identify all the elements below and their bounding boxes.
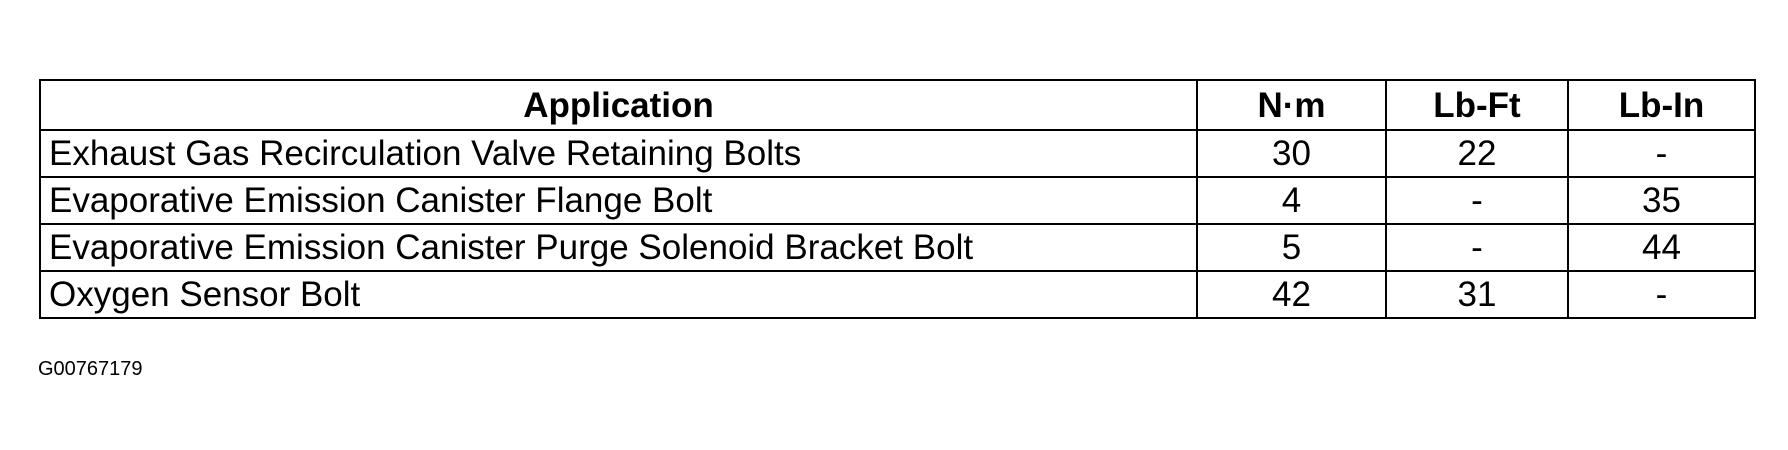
table-row: Evaporative Emission Canister Flange Bol… [39,176,1756,225]
cell-application: Evaporative Emission Canister Purge Sole… [39,223,1198,272]
column-header-application: Application [39,79,1198,131]
cell-nm: 30 [1196,129,1387,178]
cell-lbin: 35 [1567,176,1756,225]
column-header-nm: N·m [1196,79,1387,131]
cell-application: Evaporative Emission Canister Flange Bol… [39,176,1198,225]
cell-lbft: - [1385,176,1569,225]
table-header-row: Application N·m Lb-Ft Lb-In [39,79,1756,131]
column-header-lbft: Lb-Ft [1385,79,1569,131]
cell-nm: 5 [1196,223,1387,272]
table-row: Exhaust Gas Recirculation Valve Retainin… [39,129,1756,178]
figure-id: G00767179 [38,358,143,380]
cell-application: Exhaust Gas Recirculation Valve Retainin… [39,129,1198,178]
cell-application: Oxygen Sensor Bolt [39,270,1198,319]
cell-lbin: - [1567,129,1756,178]
cell-lbin: - [1567,270,1756,319]
cell-lbin: 44 [1567,223,1756,272]
cell-nm: 42 [1196,270,1387,319]
cell-lbft: 22 [1385,129,1569,178]
fastener-spec-table: Application N·m Lb-Ft Lb-In Exhaust Gas … [39,79,1756,319]
table-row: Oxygen Sensor Bolt 42 31 - [39,270,1756,319]
column-header-lbin: Lb-In [1567,79,1756,131]
table-row: Evaporative Emission Canister Purge Sole… [39,223,1756,272]
cell-lbft: 31 [1385,270,1569,319]
cell-nm: 4 [1196,176,1387,225]
cell-lbft: - [1385,223,1569,272]
